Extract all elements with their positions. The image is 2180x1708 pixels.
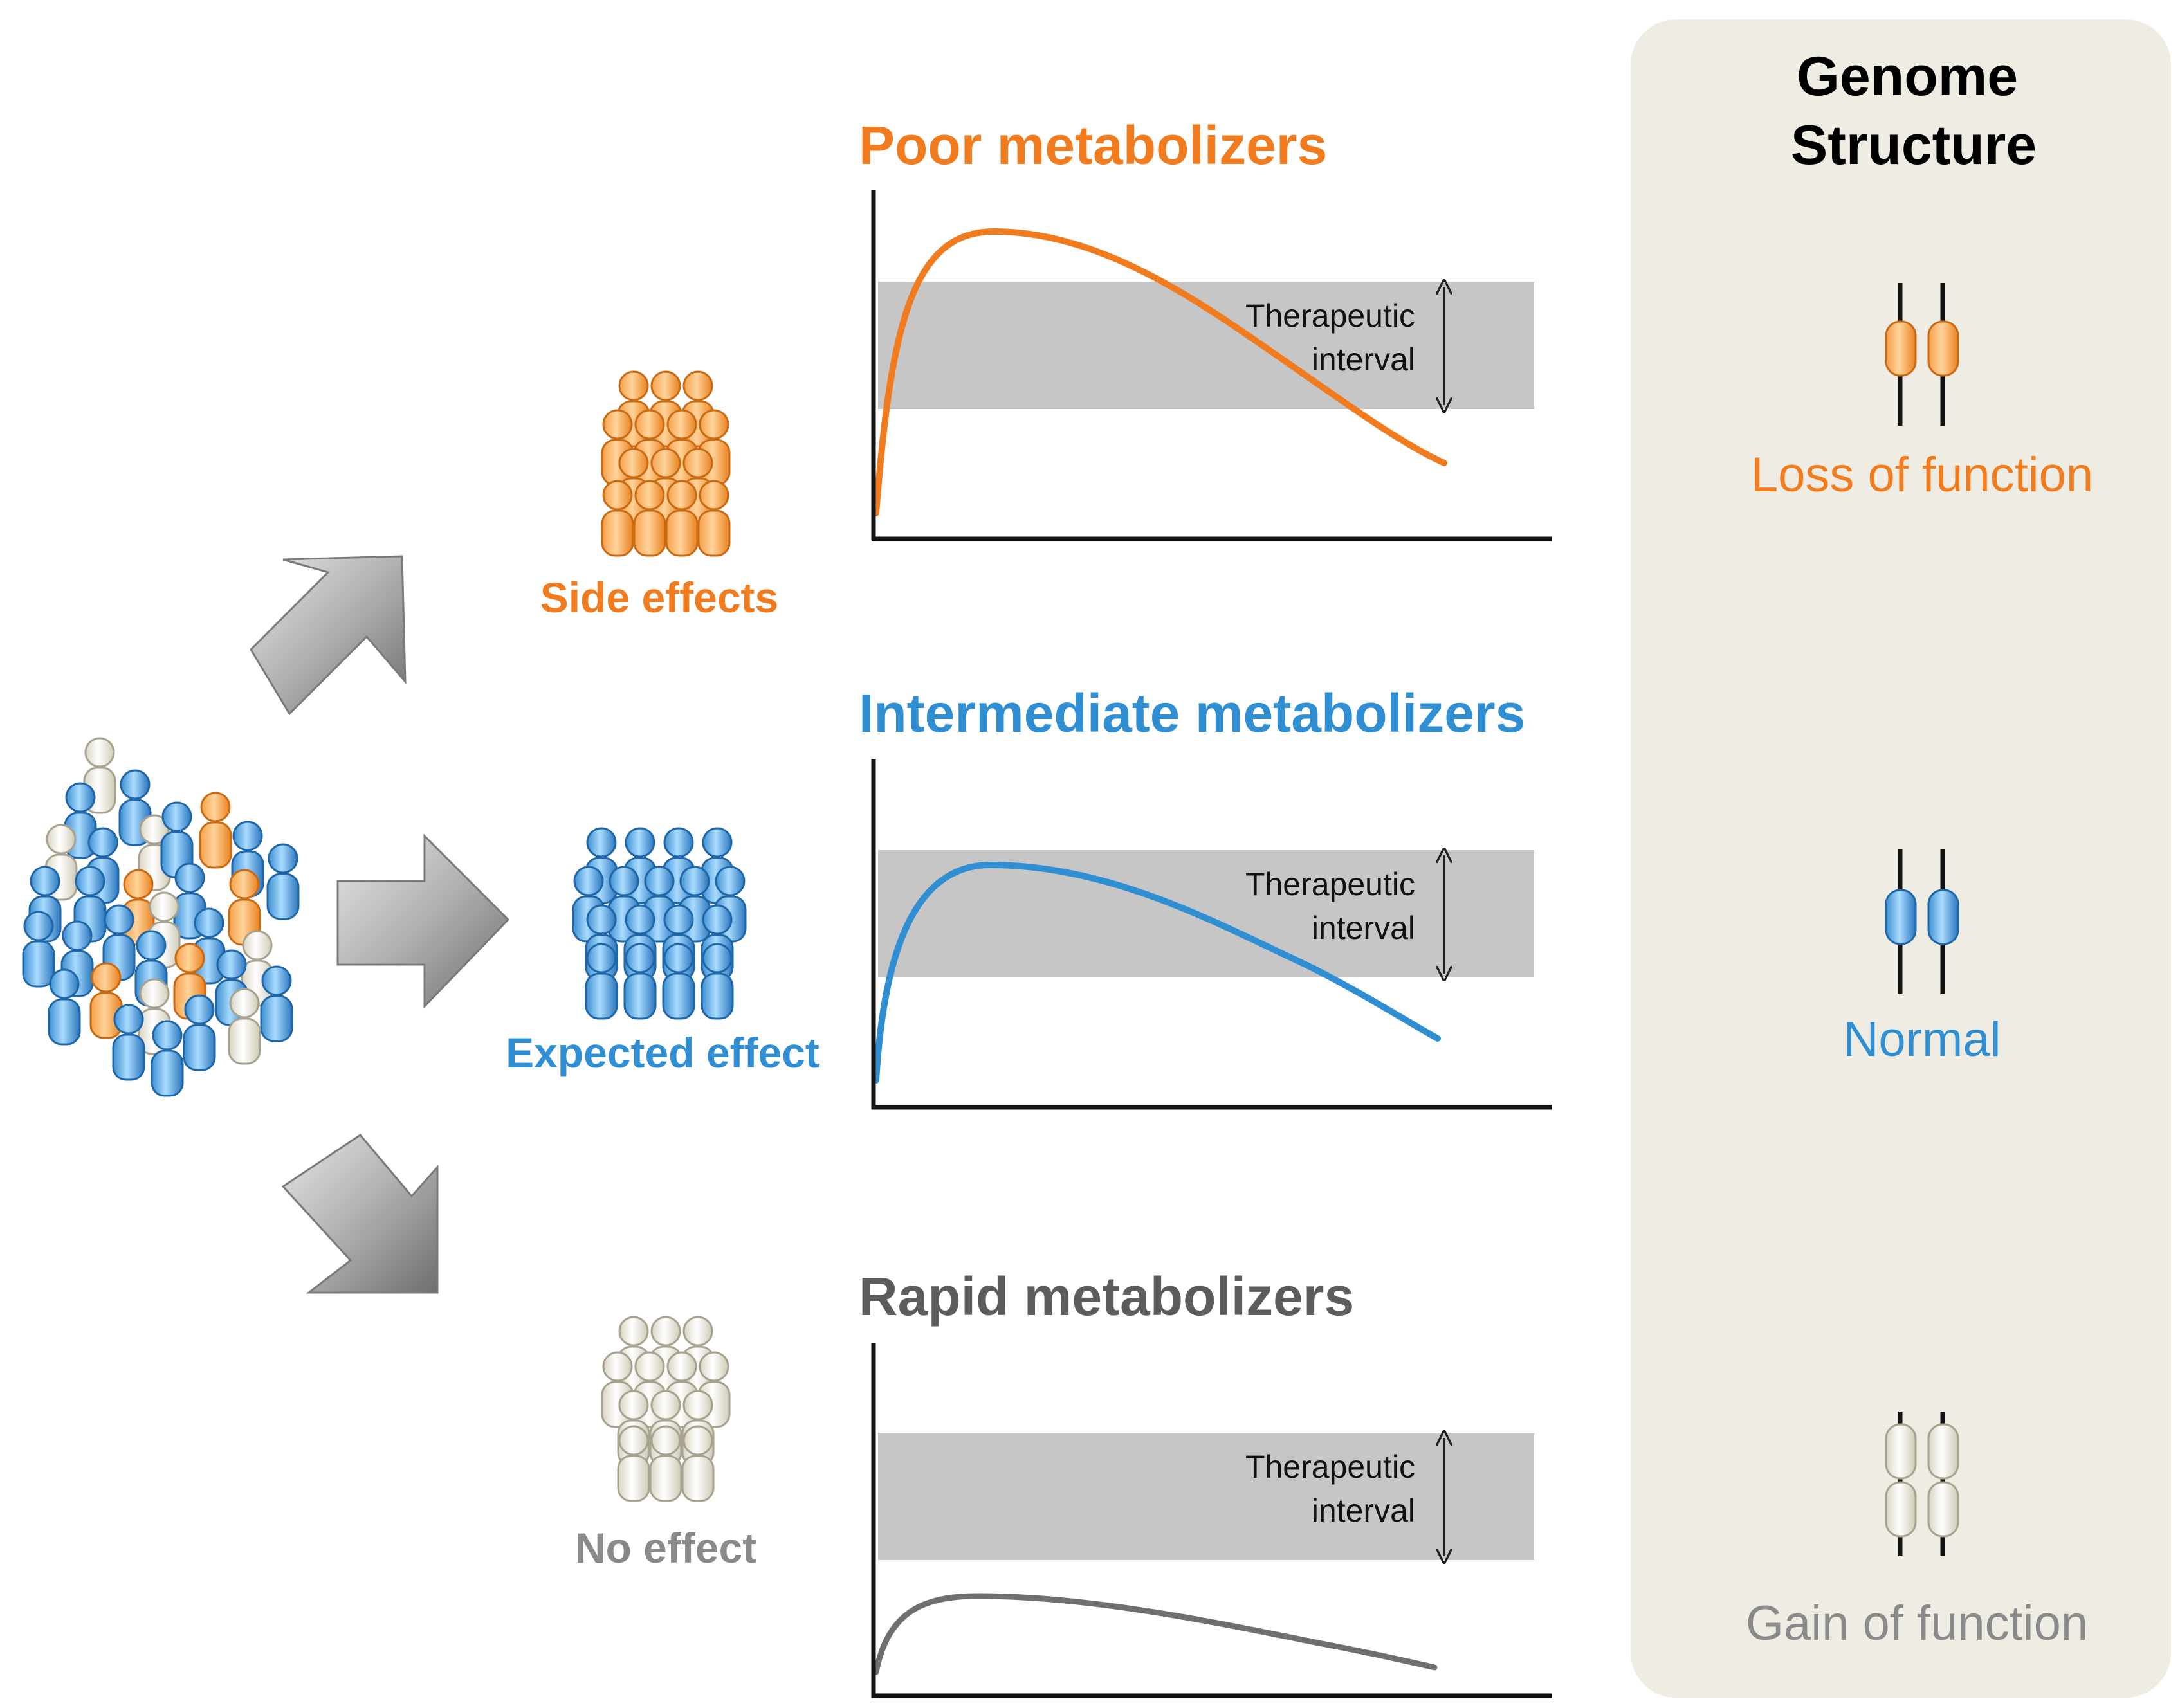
therapeutic-band-rapid <box>878 1433 1534 1560</box>
therapeutic-label-line1: Therapeutic <box>1245 866 1415 902</box>
normal-label: Normal <box>1844 1012 2001 1067</box>
poor-metabolizers-title: Poor metabolizers <box>859 115 1327 176</box>
therapeutic-band-poor <box>878 282 1534 409</box>
rapid-metabolizers-title: Rapid metabolizers <box>859 1266 1354 1327</box>
therapeutic-label-line1: Therapeutic <box>1245 1449 1415 1485</box>
mixed-population-crowd-icon <box>22 737 300 1097</box>
gain-of-function-gene-icon <box>1885 1412 1959 1556</box>
loss-of-function-gene-icon <box>1885 283 1959 426</box>
therapeutic-label-line2: interval <box>1312 341 1415 377</box>
blue-people-icon <box>572 827 747 1020</box>
arrow-up-right-icon <box>250 555 407 716</box>
therapeutic-label-line2: interval <box>1312 1493 1415 1529</box>
genome-title-line1: Genome <box>1797 46 2018 107</box>
therapeutic-band-intermediate <box>878 850 1534 977</box>
expected-effect-label: Expected effect <box>506 1029 820 1077</box>
therapeutic-label-line1: Therapeutic <box>1245 298 1415 334</box>
normal-gene-icon <box>1885 849 1959 994</box>
white-people-icon <box>601 1316 731 1502</box>
intermediate-metabolizers-title: Intermediate metabolizers <box>859 683 1525 743</box>
axes-poor <box>871 190 1552 541</box>
arrow-down-right-icon <box>281 1134 439 1294</box>
gain-of-function-label: Gain of function <box>1746 1596 2088 1651</box>
concentration-curve-poor <box>873 228 1447 516</box>
therapeutic-label-line2: interval <box>1312 910 1415 946</box>
loss-of-function-label: Loss of function <box>1751 448 2093 502</box>
arrow-right-icon <box>336 833 510 1009</box>
orange-people-icon <box>601 370 731 557</box>
no-effect-label: No effect <box>575 1524 756 1572</box>
concentration-curve-intermediate <box>873 861 1441 1084</box>
concentration-curve-rapid <box>873 1593 1438 1675</box>
side-effects-label: Side effects <box>540 574 778 621</box>
genome-title-line2: Structure <box>1791 114 2037 176</box>
axes-rapid <box>871 1343 1552 1698</box>
axes-intermediate <box>871 759 1552 1110</box>
